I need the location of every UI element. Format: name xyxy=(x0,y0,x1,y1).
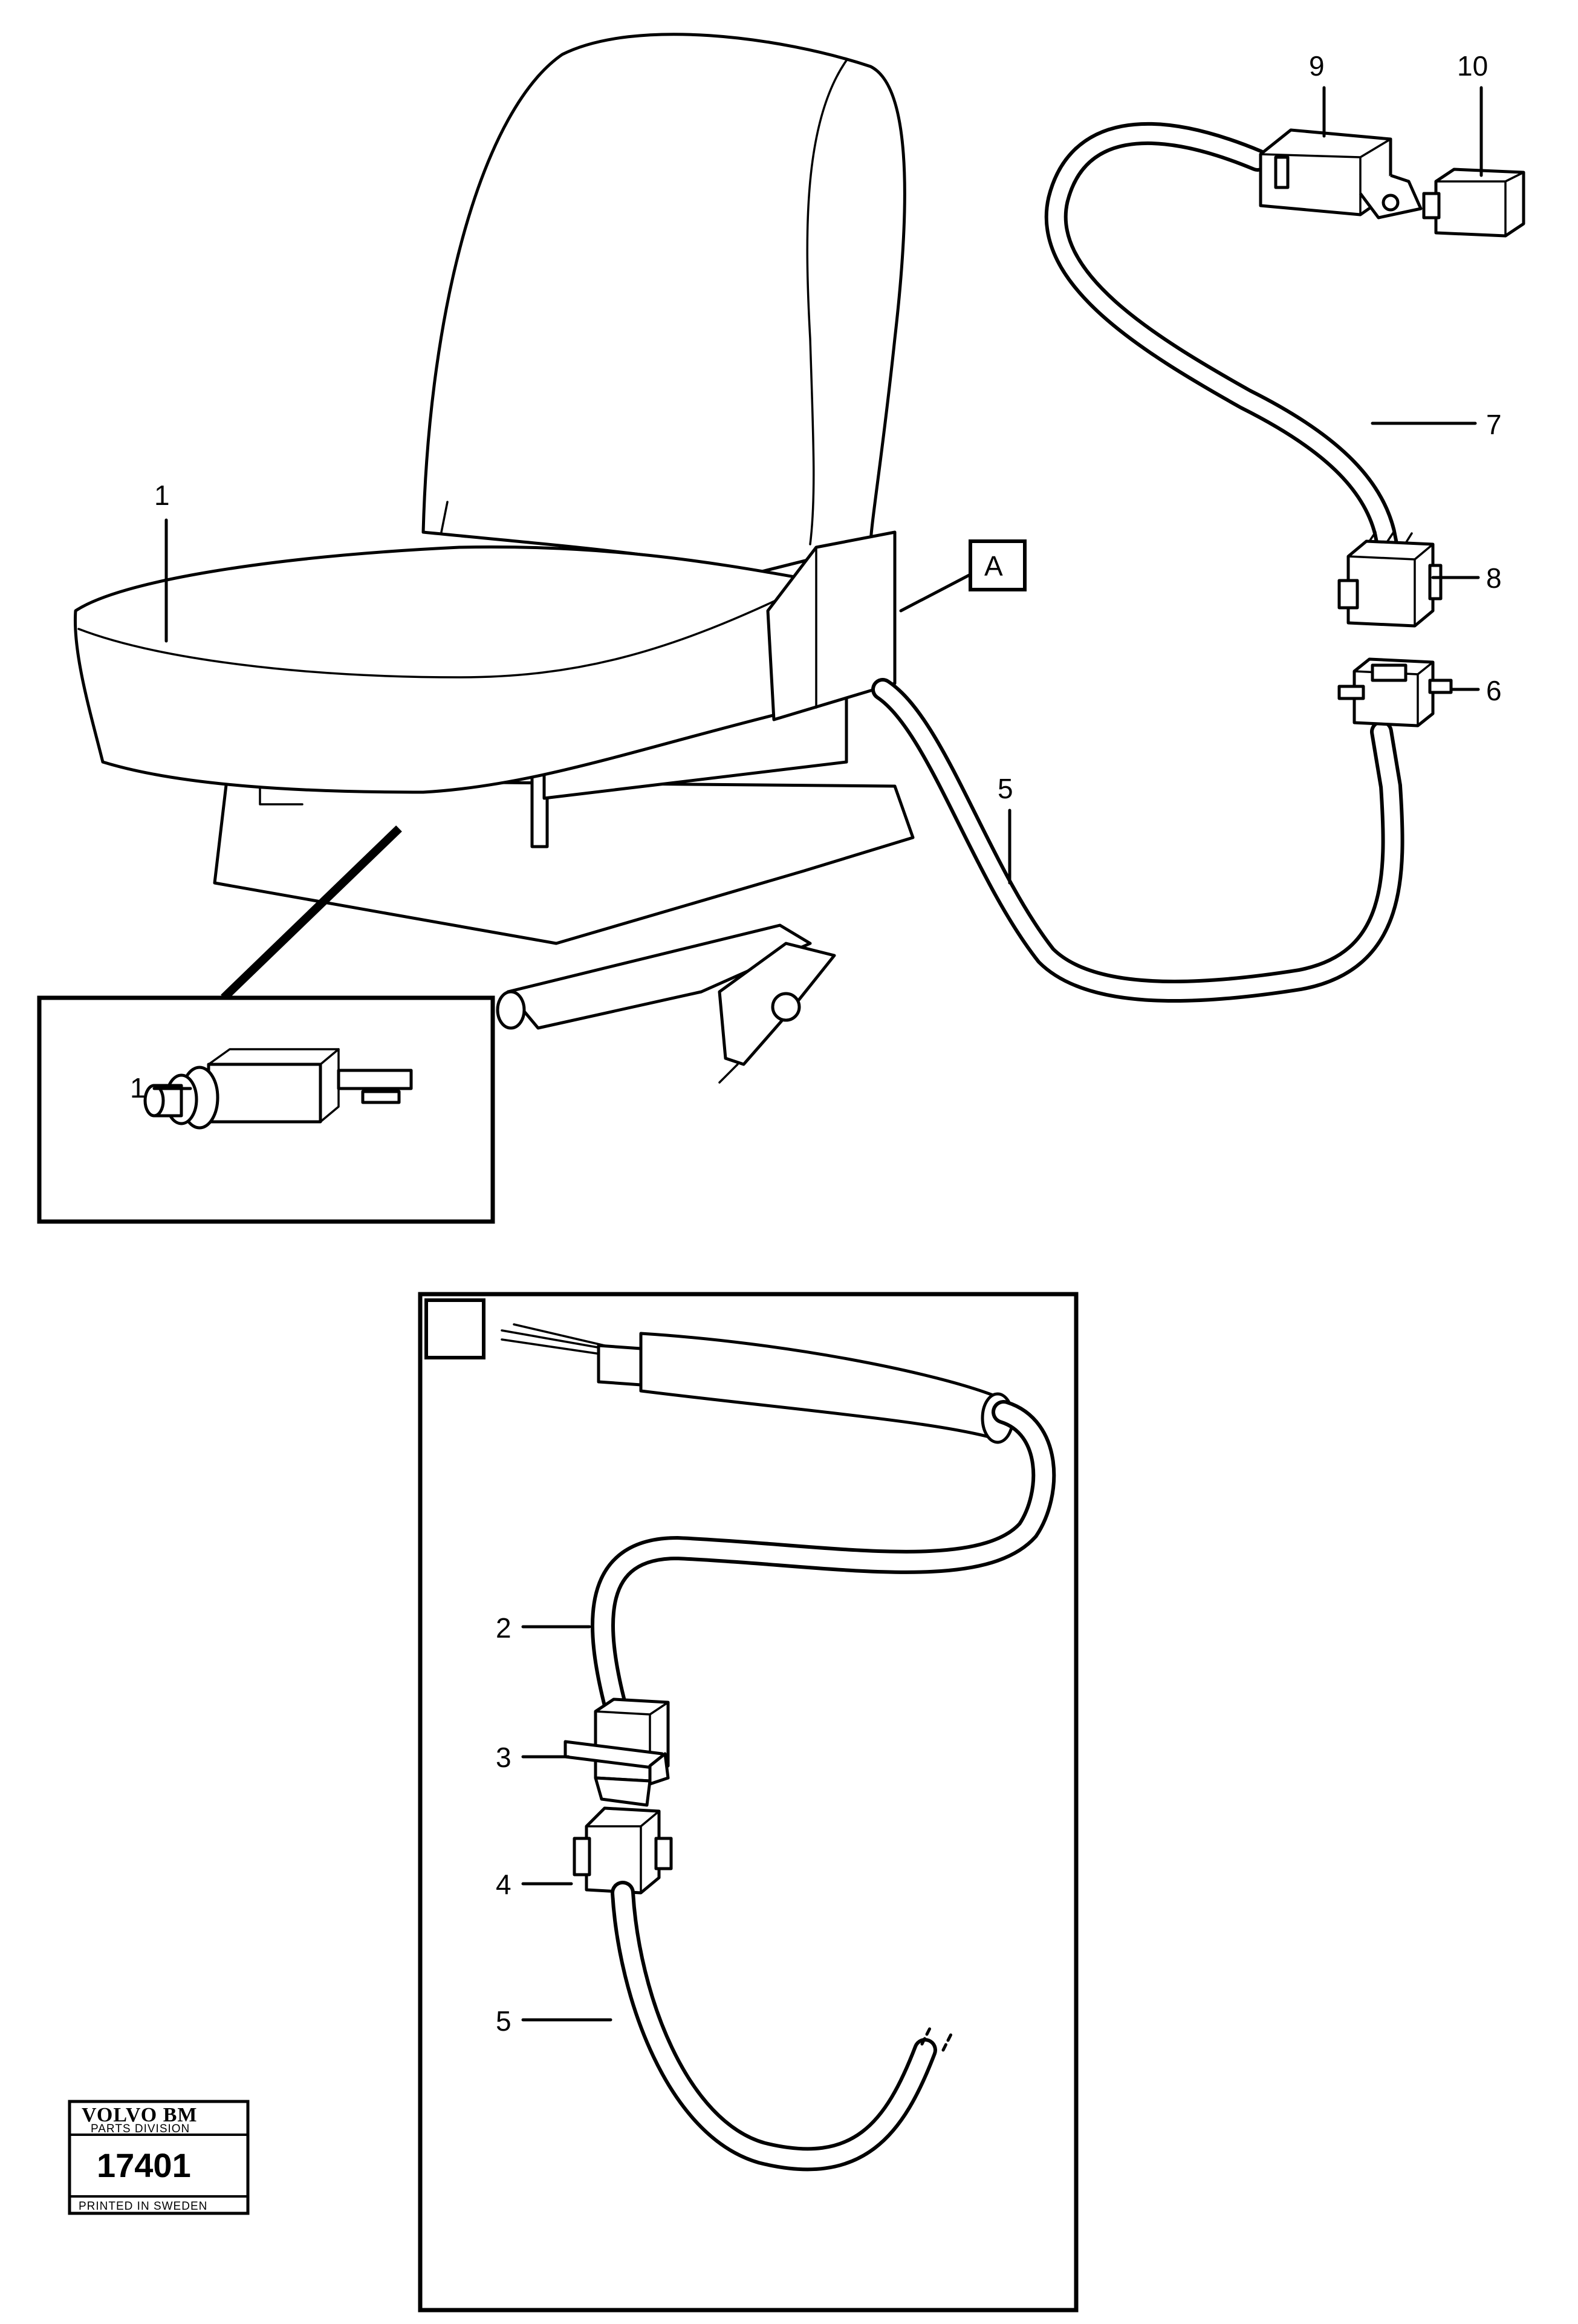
stamp-printed: PRINTED IN SWEDEN xyxy=(79,2200,207,2213)
upper-harness: 9 10 7 8 6 5 xyxy=(871,50,1525,1003)
callout-seat: 1 xyxy=(154,480,170,511)
callout-connector-8: 8 xyxy=(1486,562,1502,594)
connector-8-illustration xyxy=(1337,531,1443,628)
seat-illustration xyxy=(73,33,915,1084)
volvo-bm-stamp: VOLVO BM PARTS DIVISION 17401 PRINTED IN… xyxy=(68,2100,250,2215)
callout-relay-9: 9 xyxy=(1309,50,1325,82)
callout-connector-6: 6 xyxy=(1486,675,1502,706)
switch-detail-inset: 1 xyxy=(37,995,495,1224)
relay-10-illustration xyxy=(1422,168,1525,238)
relay-9-illustration xyxy=(1259,128,1423,220)
view-a-detail: 2 3 4 5 xyxy=(418,1292,1079,2313)
view-a-label: A xyxy=(984,550,1003,582)
callout-connector-3: 3 xyxy=(496,1742,511,1773)
callout-switch: 1 xyxy=(130,1072,146,1104)
view-a-marker: A xyxy=(899,539,1027,613)
connector-3-illustration xyxy=(563,1697,670,1807)
connector-4-illustration xyxy=(573,1806,673,1895)
callout-relay-10: 10 xyxy=(1457,50,1488,82)
callout-cable-5: 5 xyxy=(998,773,1013,804)
callout-cable-2: 2 xyxy=(496,1612,511,1644)
callout-cable-5-detail: 5 xyxy=(496,2005,511,2037)
stamp-brand: VOLVO BM xyxy=(82,2104,197,2126)
connector-6-illustration xyxy=(1337,657,1453,727)
view-a-detail-marker xyxy=(424,1298,485,1359)
callout-connector-4: 4 xyxy=(496,1869,511,1900)
stamp-number: 17401 xyxy=(97,2146,191,2184)
callout-cable-7: 7 xyxy=(1486,409,1502,440)
stamp-division: PARTS DIVISION xyxy=(91,2123,190,2135)
